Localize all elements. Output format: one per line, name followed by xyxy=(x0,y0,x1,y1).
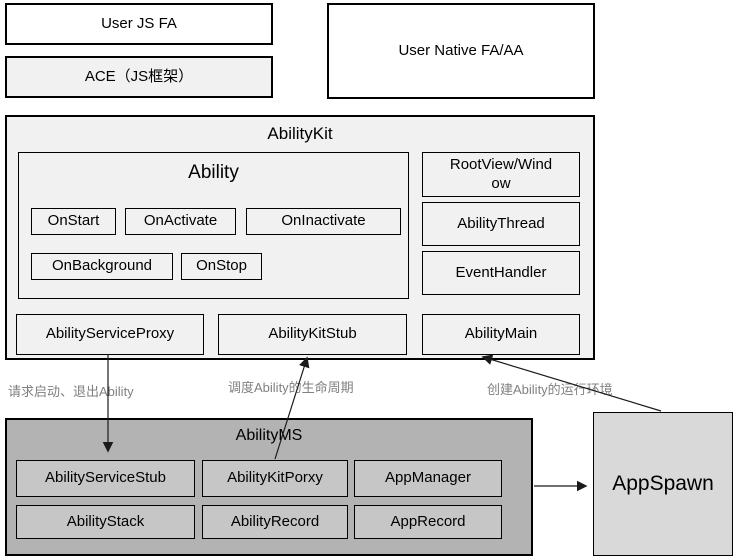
appmanager-label: AppManager xyxy=(385,469,471,487)
abilitystack-label: AbilityStack xyxy=(66,512,145,530)
ability-title: Ability xyxy=(188,162,239,183)
label-create-ability-runtime: 创建Ability的运行环境 xyxy=(487,382,613,397)
abilitymain-label: AbilityMain xyxy=(464,325,538,343)
abilityms-title: AbilityMS xyxy=(235,427,303,444)
box-onbackground: OnBackground xyxy=(31,253,173,280)
container-abilitykit: AbilityKit Ability OnStart OnActivate On… xyxy=(5,115,595,360)
box-appspawn: AppSpawn xyxy=(593,412,733,556)
box-eventhandler: EventHandler xyxy=(422,251,580,295)
box-ace-label: ACE（JS框架） xyxy=(84,67,194,85)
abilitykitporxy-label: AbilityKitPorxy xyxy=(227,469,323,487)
onactivate-label: OnActivate xyxy=(143,212,218,230)
box-user-js-fa: User JS FA xyxy=(5,3,273,45)
oninactivate-label: OnInactivate xyxy=(281,212,366,230)
label-request-start-exit-ability: 请求启动、退出Ability xyxy=(8,384,134,399)
abilitykit-title: AbilityKit xyxy=(267,124,333,143)
box-abilityserviceproxy: AbilityServiceProxy xyxy=(16,314,204,355)
box-onactivate: OnActivate xyxy=(125,208,236,235)
box-apprecord: AppRecord xyxy=(354,505,502,539)
box-onstop: OnStop xyxy=(181,253,262,280)
box-user-native-fa-aa: User Native FA/AA xyxy=(327,3,595,99)
box-user-native-label: User Native FA/AA xyxy=(398,41,524,59)
onbackground-label: OnBackground xyxy=(51,257,153,275)
container-abilityms: AbilityMS AbilityServiceStub AbilityKitP… xyxy=(5,418,533,556)
label-schedule-ability-lifecycle: 调度Ability的生命周期 xyxy=(228,380,354,395)
box-abilitymain: AbilityMain xyxy=(422,314,580,355)
abilityrecord-label: AbilityRecord xyxy=(230,512,320,530)
box-user-js-fa-label: User JS FA xyxy=(101,14,177,32)
onstop-label: OnStop xyxy=(196,257,247,275)
box-abilitykitstub: AbilityKitStub xyxy=(218,314,407,355)
container-ability: Ability OnStart OnActivate OnInactivate … xyxy=(18,152,409,299)
rootview-window-label: RootView/Window xyxy=(449,155,553,192)
abilityservicestub-label: AbilityServiceStub xyxy=(45,469,166,487)
eventhandler-label: EventHandler xyxy=(455,263,547,281)
apprecord-label: AppRecord xyxy=(390,512,466,530)
abilitykitstub-label: AbilityKitStub xyxy=(268,325,357,343)
box-ace-js-framework: ACE（JS框架） xyxy=(5,56,273,98)
box-abilitykitporxy: AbilityKitPorxy xyxy=(202,460,348,497)
box-abilitythread: AbilityThread xyxy=(422,202,580,246)
box-rootview-window: RootView/Window xyxy=(422,152,580,197)
abilityserviceproxy-label: AbilityServiceProxy xyxy=(45,325,175,343)
box-abilityrecord: AbilityRecord xyxy=(202,505,348,539)
box-oninactivate: OnInactivate xyxy=(246,208,401,235)
appspawn-label: AppSpawn xyxy=(612,471,714,495)
box-appmanager: AppManager xyxy=(354,460,502,497)
box-abilitystack: AbilityStack xyxy=(16,505,195,539)
box-onstart: OnStart xyxy=(31,208,116,235)
abilitythread-label: AbilityThread xyxy=(457,214,545,232)
onstart-label: OnStart xyxy=(47,212,100,230)
box-abilityservicestub: AbilityServiceStub xyxy=(16,460,195,497)
